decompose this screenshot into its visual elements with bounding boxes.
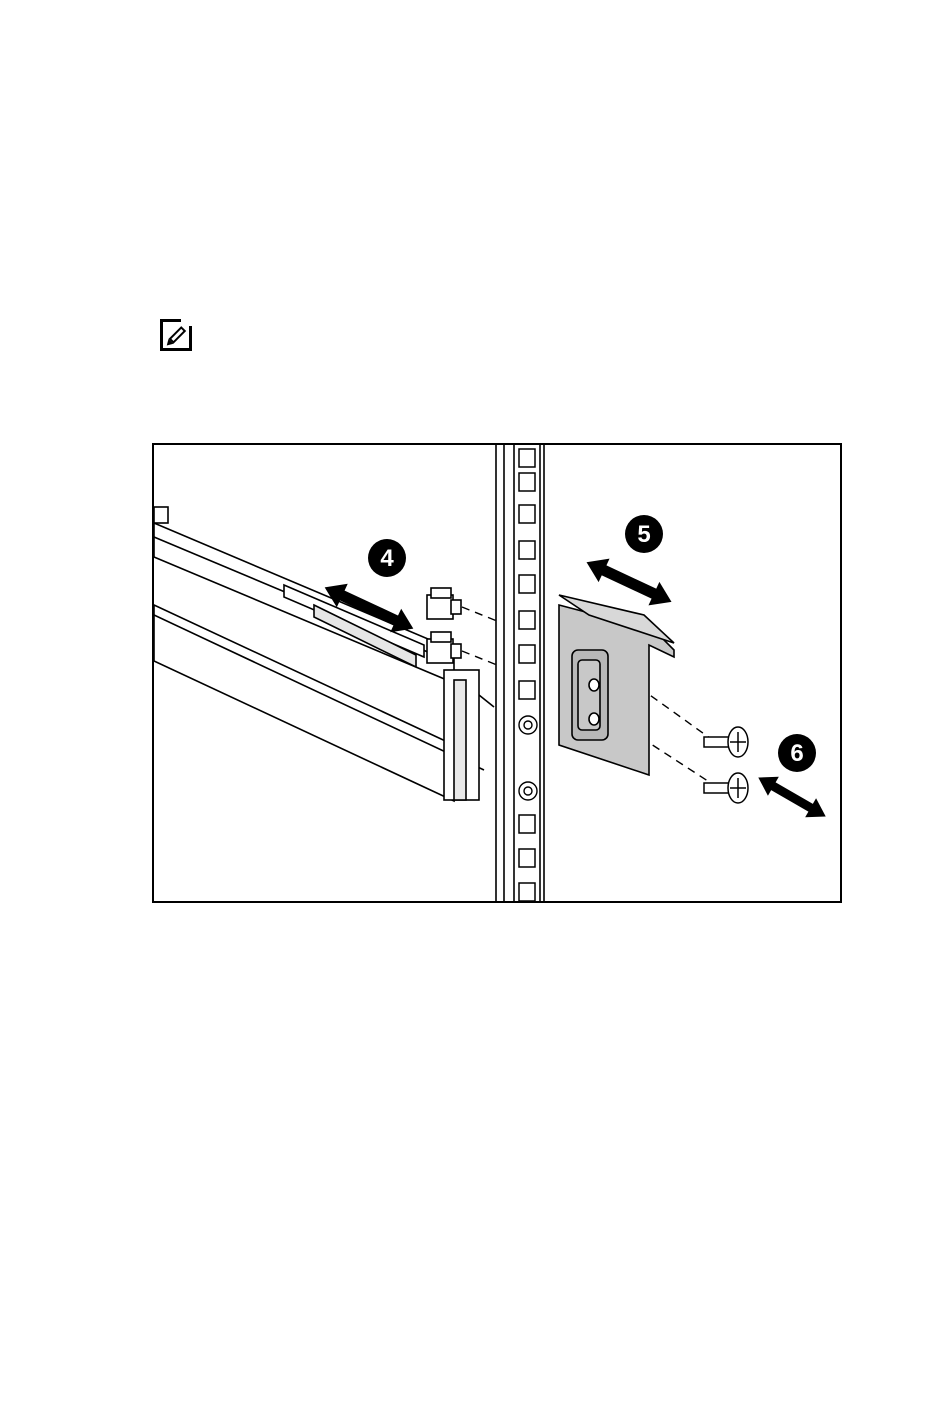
rack-hole (519, 883, 535, 901)
screws (704, 727, 748, 803)
rack-hole (519, 449, 535, 467)
callout-5: 5 (625, 515, 663, 553)
rail-assembly (154, 507, 494, 801)
rack-hole (519, 541, 535, 559)
callout-5-label: 5 (637, 521, 650, 548)
rack-hole (519, 575, 535, 593)
rack-hole (519, 849, 535, 867)
rail-installation-figure: 4 5 6 (152, 443, 842, 903)
rack-hole (519, 815, 535, 833)
callout-6: 6 (778, 734, 816, 772)
rack-hole (519, 645, 535, 663)
rack-hole (519, 473, 535, 491)
callout-4-label: 4 (380, 545, 394, 572)
callout-4: 4 (368, 539, 406, 577)
rack-hole (519, 681, 535, 699)
note-pencil-icon (159, 316, 195, 352)
rack-hole (519, 611, 535, 629)
rack-hole (519, 505, 535, 523)
callout-6-label: 6 (790, 740, 803, 767)
